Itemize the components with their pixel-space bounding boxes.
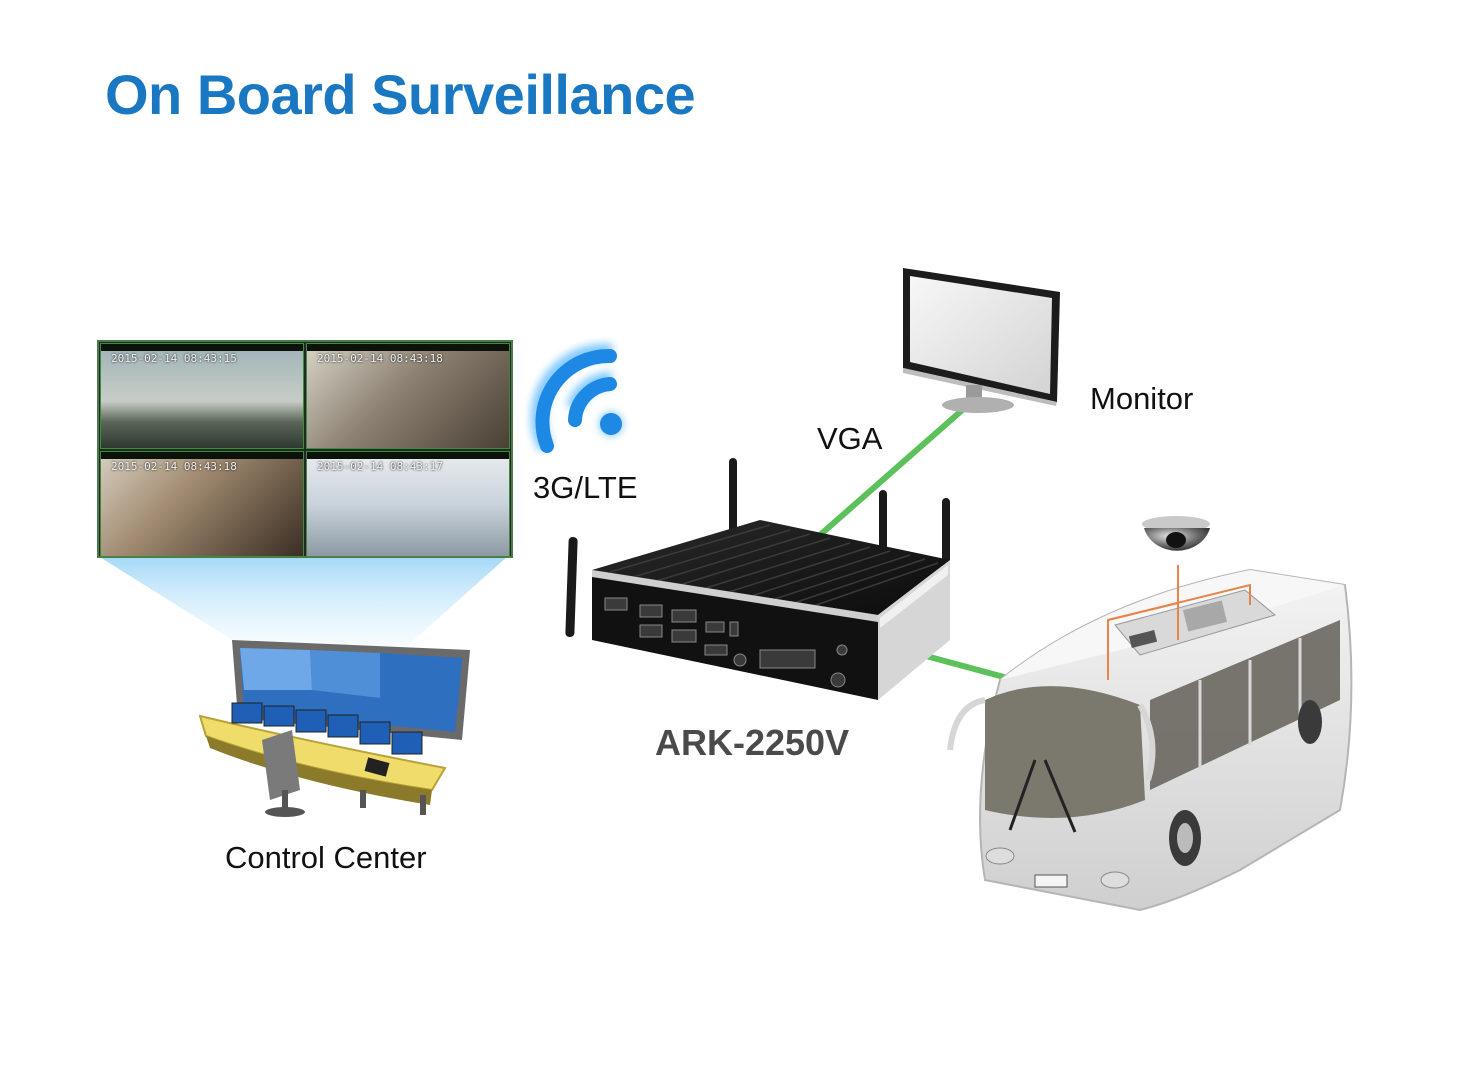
product-name: ARK-2250V — [655, 722, 850, 763]
page-title: On Board Surveillance — [105, 63, 696, 126]
camera-timestamp: 2015-02-14 08:43:17 — [317, 460, 443, 473]
camera-feed: 2015-02-14 08:43:18 — [306, 343, 510, 449]
monitor-icon — [903, 268, 1060, 413]
camera-feed: 2015-02-14 08:43:17 — [306, 451, 510, 557]
vga-label: VGA — [817, 421, 883, 456]
control-center-icon — [198, 640, 470, 817]
bus-connection-line — [914, 650, 1016, 683]
projection-beam — [98, 556, 508, 648]
bus-icon — [947, 516, 1353, 912]
camera-feed-grid: 2015-02-14 08:43:15 2015-02-14 08:43:18 … — [97, 340, 513, 558]
control-center-label: Control Center — [225, 840, 427, 875]
camera-timestamp: 2015-02-14 08:43:15 — [111, 352, 237, 365]
wifi-icon — [530, 343, 623, 453]
camera-timestamp: 2015-02-14 08:43:18 — [111, 460, 237, 473]
wireless-label: 3G/LTE — [533, 470, 638, 505]
camera-feed: 2015-02-14 08:43:18 — [100, 451, 304, 557]
camera-feed: 2015-02-14 08:43:15 — [100, 343, 304, 449]
vga-connection-line — [818, 402, 970, 538]
ark-2250v-device-icon — [565, 458, 950, 700]
monitor-label: Monitor — [1090, 381, 1194, 416]
camera-timestamp: 2015-02-14 08:43:18 — [317, 352, 443, 365]
